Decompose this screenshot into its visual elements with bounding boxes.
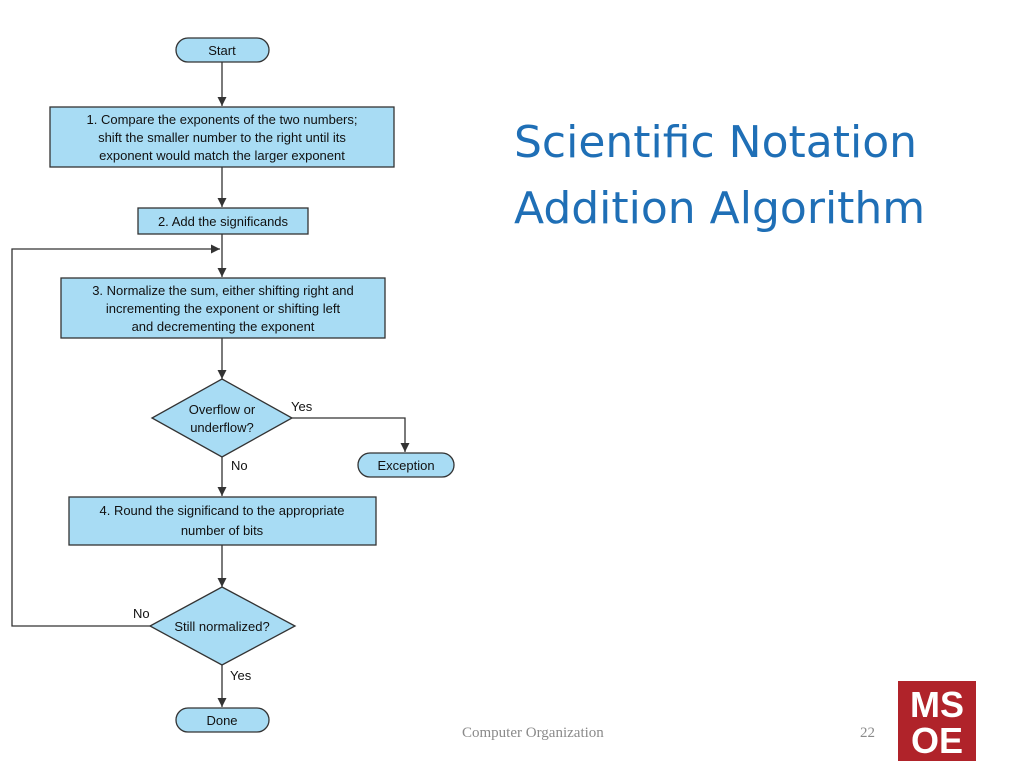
start-label: Start — [208, 43, 236, 58]
msoe-logo: MS OE — [898, 681, 976, 761]
slide-title-line1: Scientific Notation — [514, 117, 918, 168]
arrow-decision1-yes-to-exception — [292, 417, 410, 452]
decision1-line2: underflow? — [190, 420, 254, 435]
logo-text-bottom: OE — [911, 720, 963, 761]
step1-line1: 1. Compare the exponents of the two numb… — [87, 112, 358, 127]
step4-line1: 4. Round the significand to the appropri… — [99, 503, 344, 518]
slide-title: Scientific Notation Addition Algorithm — [514, 110, 1004, 242]
decision2-no-label: No — [133, 606, 150, 621]
connectors — [11, 62, 410, 707]
step1-box: 1. Compare the exponents of the two numb… — [49, 106, 395, 168]
decision-overflow: Overflow or underflow? — [150, 378, 294, 458]
exception-node: Exception — [357, 452, 455, 478]
step2-label: 2. Add the significands — [158, 214, 289, 229]
exception-label: Exception — [377, 458, 434, 473]
footer-course: Computer Organization — [462, 725, 604, 741]
decision-still-normalized: Still normalized? — [148, 586, 297, 666]
decision1-line1: Overflow or — [189, 402, 256, 417]
step3-line3: and decrementing the exponent — [132, 319, 315, 334]
decision2-yes-label: Yes — [230, 668, 252, 683]
step1-line2: shift the smaller number to the right un… — [98, 130, 346, 145]
step3-box: 3. Normalize the sum, either shifting ri… — [60, 277, 386, 339]
slide-title-line2: Addition Algorithm — [514, 183, 926, 234]
logo-text-top: MS — [910, 684, 964, 725]
footer-page-number: 22 — [860, 725, 875, 741]
decision2-label: Still normalized? — [174, 619, 269, 634]
done-label: Done — [206, 713, 237, 728]
start-node: Start — [175, 37, 270, 63]
step3-line1: 3. Normalize the sum, either shifting ri… — [92, 283, 354, 298]
flowchart: Start 1. Compare the exponents of the tw… — [11, 37, 455, 733]
step1-line3: exponent would match the larger exponent — [99, 148, 345, 163]
step4-line2: number of bits — [181, 523, 264, 538]
step3-line2: incrementing the exponent or shifting le… — [106, 301, 341, 316]
arrow-decision2-no-loop-to-step3 — [11, 244, 220, 627]
step2-box: 2. Add the significands — [137, 207, 309, 235]
decision1-no-label: No — [231, 458, 248, 473]
decision1-yes-label: Yes — [291, 399, 313, 414]
step4-box: 4. Round the significand to the appropri… — [68, 496, 377, 546]
done-node: Done — [175, 707, 270, 733]
